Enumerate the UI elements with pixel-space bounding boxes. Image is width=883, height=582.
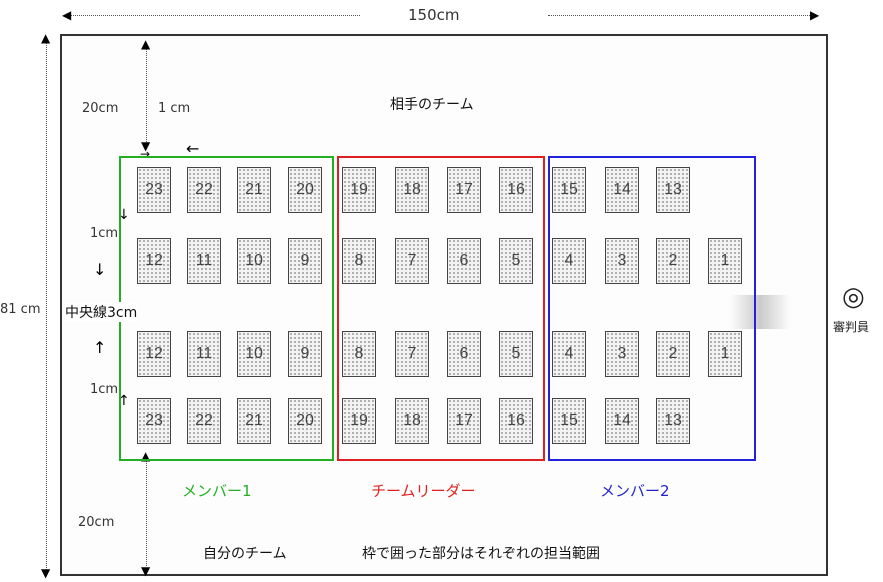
card: 18 [395,398,429,444]
gap-arrow-right-icon: → [140,147,151,161]
card: 13 [656,398,690,444]
card: 12 [137,238,171,284]
card: 23 [137,398,171,444]
card: 6 [447,331,481,377]
card: 4 [552,331,586,377]
width-arrow-right-icon: ▶ [810,8,820,22]
gap-arrow-left-icon: ← [186,139,200,158]
left-gap-arrow-up-icon: ↑ [118,393,130,409]
center-arrow-down-icon: ↓ [93,260,107,279]
card: 22 [187,398,221,444]
height-arrow-down-icon: ▼ [41,566,51,580]
card: 8 [342,238,376,284]
top-margin-arrow-down-icon: ▼ [141,139,151,153]
card: 19 [342,398,376,444]
top-margin-line [146,44,147,144]
width-label: 150cm [408,6,460,24]
card: 15 [552,398,586,444]
card: 10 [237,331,271,377]
card: 3 [605,331,639,377]
referee-label: 審判員 [833,320,870,334]
left-gap-arrow-down-icon: ↓ [118,207,130,223]
card: 5 [499,238,533,284]
card: 22 [187,167,221,213]
card: 17 [447,398,481,444]
card: 17 [447,167,481,213]
width-dimension-line-right [548,15,810,16]
card: 1 [708,331,742,377]
card: 1 [708,238,742,284]
card: 2 [656,238,690,284]
card: 14 [605,398,639,444]
bottom-margin-line [146,456,147,566]
top-gap-label: 1 cm [158,101,191,116]
card: 16 [499,167,533,213]
zone-team-leader [337,156,545,461]
own-team-label: 自分のチーム [203,546,287,562]
card: 8 [342,331,376,377]
card: 5 [499,331,533,377]
left-gap-label-lower: 1cm [90,382,119,397]
zone-member-2 [548,156,756,461]
card: 20 [288,398,322,444]
card: 13 [656,167,690,213]
card: 11 [187,331,221,377]
card: 3 [605,238,639,284]
left-gap-label-upper: 1cm [90,226,119,241]
card: 23 [137,167,171,213]
card: 7 [395,331,429,377]
play-field [60,34,828,576]
card: 9 [288,238,322,284]
height-arrow-up-icon: ▲ [41,31,51,45]
card: 18 [395,167,429,213]
center-arrow-up-icon: ↑ [93,338,107,357]
top-margin-arrow-up-icon: ▲ [141,37,151,51]
card: 10 [237,238,271,284]
card: 21 [237,167,271,213]
card: 4 [552,238,586,284]
card: 16 [499,398,533,444]
top-margin-label: 20cm [82,101,119,116]
bottom-margin-arrow-up-icon: ▲ [141,449,151,463]
card: 14 [605,167,639,213]
zone-label-team-leader: チームリーダー [371,482,476,500]
width-dimension-line-left [70,15,360,16]
center-line-band [730,295,790,329]
width-arrow-left-icon: ◀ [62,8,72,22]
zone-label-member-2: メンバー2 [600,482,670,500]
opponent-team-label: 相手のチーム [390,97,474,113]
card: 9 [288,331,322,377]
bottom-margin-label: 20cm [78,515,115,530]
card: 12 [137,331,171,377]
bottom-margin-arrow-down-icon: ▼ [141,564,151,578]
card: 19 [342,167,376,213]
height-dimension-line [46,40,47,570]
height-label: 81 cm [0,302,41,317]
note-text: 枠で囲った部分はそれぞれの担当範囲 [362,546,600,562]
referee-icon: ◎ [842,282,865,312]
card: 7 [395,238,429,284]
center-line-label: 中央線3cm [65,302,138,322]
card: 20 [288,167,322,213]
card: 11 [187,238,221,284]
zone-label-member-1: メンバー1 [182,482,252,500]
card: 15 [552,167,586,213]
card: 6 [447,238,481,284]
card: 21 [237,398,271,444]
card: 2 [656,331,690,377]
